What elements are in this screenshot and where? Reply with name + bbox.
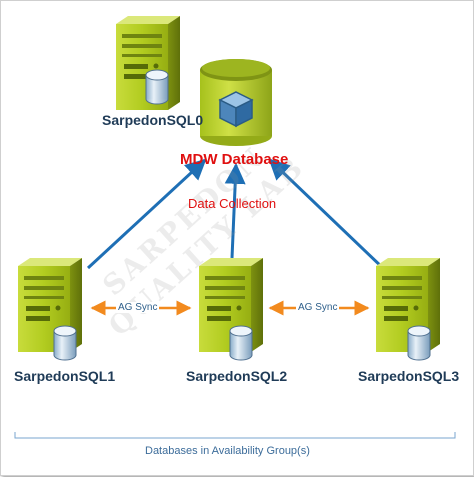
- server-sql3-label: SarpedonSQL3: [358, 368, 460, 384]
- server-sql0-label: SarpedonSQL0: [102, 112, 204, 128]
- db-sql1-icon: [53, 325, 77, 361]
- server-sql1-label: SarpedonSQL1: [14, 368, 116, 384]
- availability-group-caption: Databases in Availability Group(s): [145, 445, 310, 457]
- db-sql3-icon: [407, 325, 431, 361]
- data-collection-label: Data Collection: [188, 196, 277, 211]
- db-sql0-icon: [145, 69, 169, 105]
- mdw-database-label: MDW Database: [180, 151, 289, 168]
- footer-bracket: [14, 432, 456, 439]
- arrow-sql1-to-mdw: [86, 158, 207, 270]
- ag-sync-left-label: AG Sync: [116, 302, 160, 313]
- cube-icon: [218, 91, 254, 128]
- arrow-sql2-to-mdw: [224, 162, 246, 259]
- server-sql2-label: SarpedonSQL2: [186, 368, 288, 384]
- arrow-sql3-to-mdw: [268, 158, 387, 272]
- db-sql2-icon: [229, 325, 253, 361]
- ag-sync-right-label: AG Sync: [296, 302, 340, 313]
